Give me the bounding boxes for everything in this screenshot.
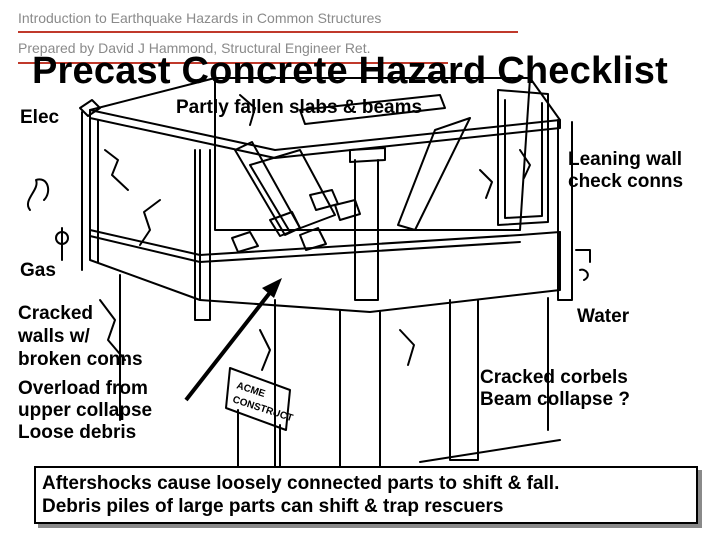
fallen-slab [299,94,446,125]
label-overload-line: Loose debris [18,422,137,443]
arrow-head [262,278,282,298]
label-cracked-corbels-line: Cracked corbels [480,367,628,388]
fallen-beam [397,117,471,231]
leaning-wall [497,89,549,226]
label-cracked-walls-line: broken conns [18,349,143,370]
roof-slab [89,77,561,151]
left-wall [89,117,201,301]
elec-box [79,99,101,117]
label-elec: Elec [20,107,60,128]
label-gas: Gas [20,260,56,281]
label-cracked-walls-line: walls w/ [18,326,90,347]
acme-sign [225,367,291,431]
label-overload: Overload from upper collapse Loose debri… [18,378,152,444]
lower-column [339,309,381,481]
label-partly-fallen: Partly fallen slabs & beams [176,97,423,118]
header-rule [18,62,448,64]
right-column [557,119,573,301]
front-left-column [194,149,211,321]
footer-callout: Aftershocks cause loosely connected part… [34,466,698,524]
front-column [354,159,379,301]
footer-line: Debris piles of large parts can shift & … [42,496,504,517]
mid-floor-slab [89,229,561,256]
label-overload-line: upper collapse [18,400,153,421]
pointer-arrow [184,288,274,402]
label-cracked-corbels-line: Beam collapse ? [480,389,630,410]
page-title: Precast Concrete Hazard Checklist [32,50,668,92]
footer-line: Aftershocks cause loosely connected part… [42,473,560,494]
label-leaning-wall-line: check conns [568,171,684,192]
label-leaning-wall-line: Leaning wall [568,149,683,170]
header-author: Prepared by David J Hammond, Structural … [18,40,371,56]
label-cracked-walls-line: Cracked [18,303,93,324]
label-cracked-walls: Cracked walls w/ broken conns [18,302,143,371]
header-course-title: Introduction to Earthquake Hazards in Co… [18,10,382,26]
label-cracked-corbels: Cracked corbels Beam collapse ? [480,367,630,411]
label-leaning-wall: Leaning wall check conns [568,149,683,193]
gas-cloud [27,178,50,211]
label-overload-line: Overload from [18,378,148,399]
label-water: Water [577,306,630,327]
water-pipe [575,249,591,263]
header-rule [18,31,518,33]
back-wall [214,77,531,231]
